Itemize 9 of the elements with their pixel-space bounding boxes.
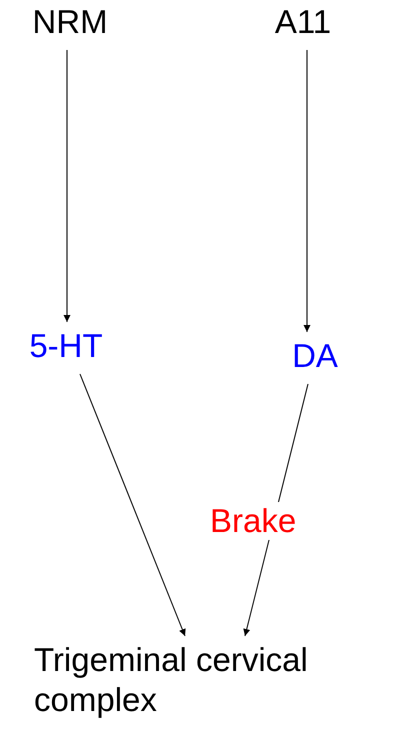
- arrow: [80, 374, 186, 636]
- node-label: Trigeminal cervical complex: [34, 640, 309, 720]
- node-label: DA: [291, 336, 339, 376]
- node-label: 5-HT: [28, 326, 104, 366]
- arrow: [304, 50, 310, 332]
- edge-label: Brake: [210, 502, 296, 540]
- arrow: [64, 50, 70, 322]
- node-label: NRM: [31, 2, 109, 42]
- node-label: A11: [274, 2, 332, 42]
